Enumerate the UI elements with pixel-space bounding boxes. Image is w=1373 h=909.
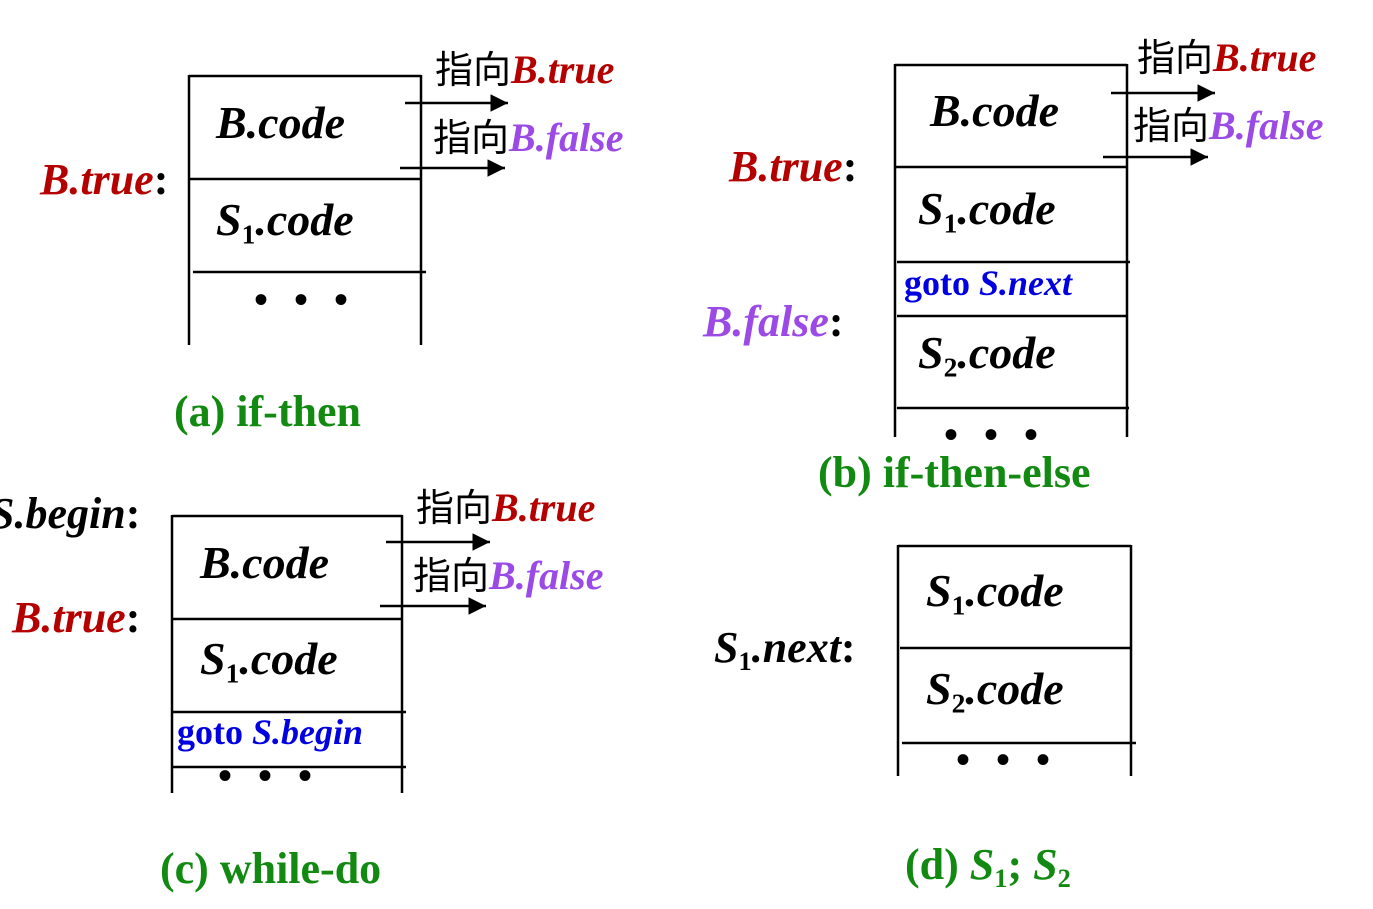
- b-s2-code: S2.code: [918, 327, 1056, 383]
- b-dots: • • •: [944, 412, 1047, 457]
- a-b-code: B.code: [216, 97, 346, 148]
- c-arrow-true-label: 指向B.true: [416, 485, 596, 530]
- b-arrow-false-label: 指向B.false: [1133, 103, 1324, 148]
- b-b-true-label: B.true:: [729, 142, 858, 191]
- b-b-false-label: B.false:: [703, 297, 844, 346]
- a-arrow-false-label: 指向B.false: [433, 115, 624, 160]
- caption-c: (c) while-do: [160, 844, 382, 893]
- b-b-code: B.code: [930, 85, 1060, 136]
- d-s1-code: S1.code: [926, 565, 1064, 621]
- d-s1-next-label: S1.next:: [714, 623, 856, 676]
- a-s1-code: S1.code: [216, 194, 354, 250]
- caption-b: (b) if-then-else: [818, 448, 1091, 497]
- d-s2-code: S2.code: [926, 663, 1064, 719]
- caption-d: (d) S1; S2: [905, 840, 1071, 893]
- caption-a: (a) if-then: [174, 387, 361, 436]
- a-b-true-label: B.true:: [40, 155, 169, 204]
- d-dots: • • •: [956, 737, 1059, 782]
- c-s-begin-label: S.begin:: [0, 489, 141, 538]
- c-goto-s-begin: goto S.begin: [177, 712, 364, 752]
- c-b-code: B.code: [200, 537, 330, 588]
- b-arrow-true-label: 指向B.true: [1137, 35, 1317, 80]
- a-arrow-true-label: 指向B.true: [435, 47, 615, 92]
- c-dots: • • •: [218, 753, 321, 798]
- a-dots: • • •: [254, 277, 357, 322]
- c-s1-code: S1.code: [200, 633, 338, 689]
- b-goto-s-next: goto S.next: [904, 263, 1073, 303]
- b-s1-code: S1.code: [918, 183, 1056, 239]
- c-b-true-label: B.true:: [12, 593, 141, 642]
- c-arrow-false-label: 指向B.false: [413, 553, 604, 598]
